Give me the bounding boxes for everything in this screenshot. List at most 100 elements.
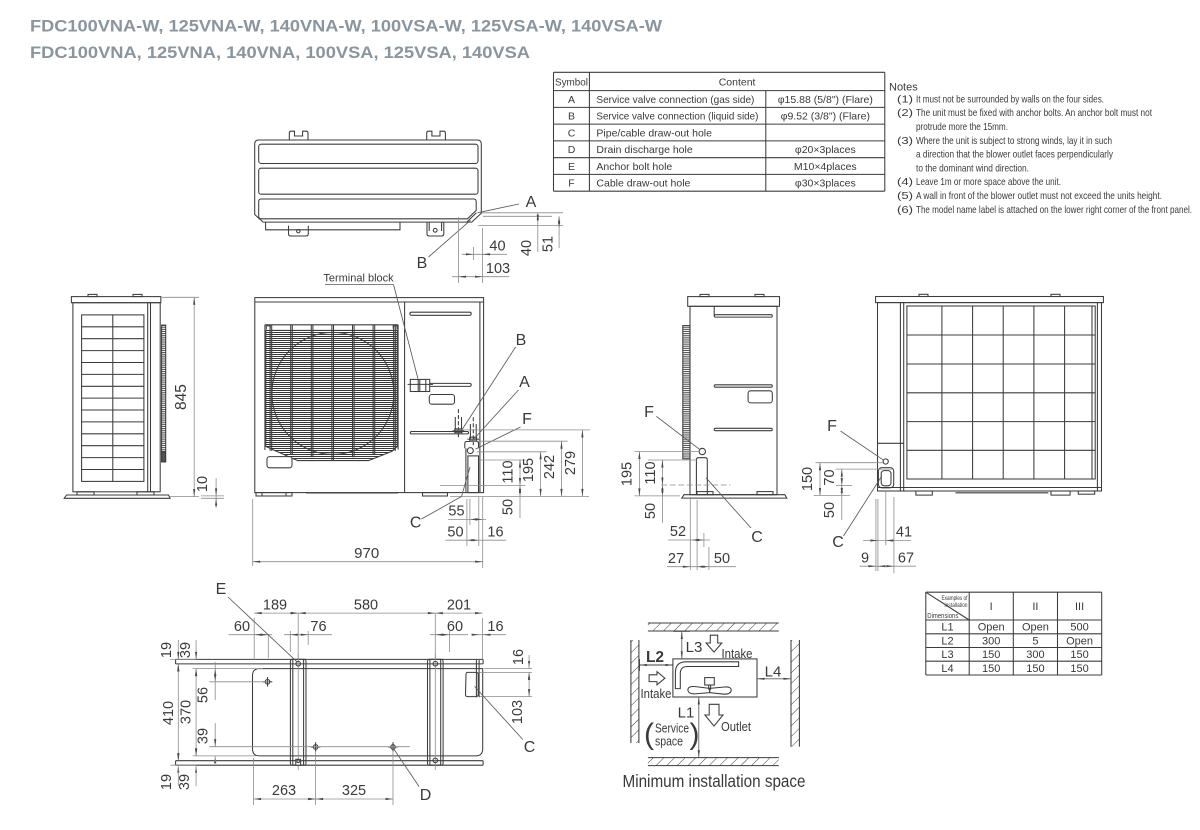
svg-text:300: 300 (982, 635, 1000, 647)
svg-text:845: 845 (173, 384, 190, 410)
svg-text:Symbol: Symbol (555, 77, 588, 89)
svg-text:D: D (568, 144, 576, 156)
svg-text:E: E (216, 581, 227, 598)
svg-text:55: 55 (448, 504, 464, 520)
svg-text:150: 150 (800, 467, 816, 491)
svg-text:Intake: Intake (722, 646, 753, 661)
svg-text:F: F (827, 418, 837, 435)
svg-text:325: 325 (342, 783, 366, 799)
svg-text:Where the unit is subject to s: Where the unit is subject to strong wind… (916, 136, 1112, 147)
svg-text:It must not be surrounded by w: It must not be surrounded by walls on th… (916, 95, 1104, 106)
svg-text:580: 580 (354, 597, 378, 613)
svg-text:50: 50 (822, 502, 838, 518)
svg-text:40: 40 (489, 239, 505, 255)
svg-text:51: 51 (541, 236, 557, 252)
svg-text:150: 150 (1070, 663, 1088, 675)
svg-text:56: 56 (196, 687, 212, 703)
svg-text:50: 50 (643, 503, 659, 519)
svg-text:A wall in front of the blower: A wall in front of the blower outlet mus… (916, 191, 1162, 202)
svg-text:L4: L4 (941, 663, 953, 675)
svg-text:E: E (568, 161, 575, 173)
svg-text:φ30×3places: φ30×3places (795, 178, 856, 190)
svg-text:Service valve connection (liqu: Service valve connection (liquid side) (596, 111, 758, 123)
svg-text:52: 52 (670, 524, 686, 540)
svg-text:970: 970 (354, 545, 379, 562)
svg-text:195: 195 (521, 458, 537, 482)
svg-text:B: B (516, 332, 527, 349)
svg-text:39: 39 (196, 728, 212, 744)
svg-text:Pipe/cable draw-out hole: Pipe/cable draw-out hole (596, 127, 712, 139)
svg-text:50: 50 (714, 551, 730, 567)
svg-text:L4: L4 (765, 664, 782, 681)
svg-text:70: 70 (822, 469, 838, 485)
svg-text:60: 60 (234, 619, 250, 635)
svg-text:Service valve connection (gas: Service valve connection (gas side) (596, 94, 754, 106)
svg-text:The model name label is attach: The model name label is attached on the … (916, 205, 1192, 216)
svg-text:F: F (568, 178, 574, 190)
svg-text:110: 110 (501, 460, 517, 483)
svg-text:I: I (990, 601, 993, 613)
svg-text:(: ( (644, 718, 654, 751)
svg-text:150: 150 (1026, 663, 1044, 675)
svg-text:II: II (1032, 601, 1038, 613)
svg-text:263: 263 (272, 783, 296, 799)
svg-text:installation: installation (945, 602, 968, 609)
svg-text:19: 19 (159, 774, 175, 790)
svg-text:370: 370 (179, 700, 195, 724)
svg-text:L3: L3 (686, 639, 703, 656)
svg-text:195: 195 (620, 462, 636, 486)
svg-text:110: 110 (643, 461, 659, 484)
svg-text:150: 150 (1070, 649, 1088, 661)
svg-text:Dimensions: Dimensions (927, 611, 958, 620)
svg-text:(3): (3) (897, 136, 913, 147)
svg-text:60: 60 (447, 619, 463, 635)
svg-text:39: 39 (177, 774, 193, 790)
svg-text:Drain discharge hole: Drain discharge hole (596, 144, 692, 156)
svg-text:(6): (6) (897, 205, 913, 216)
svg-text:The unit must be fixed with an: The unit must be fixed with anchor bolts… (916, 108, 1152, 119)
svg-text:A: A (526, 194, 537, 211)
svg-text:L2: L2 (941, 635, 953, 647)
svg-text:(1): (1) (897, 95, 913, 106)
svg-text:9: 9 (861, 550, 869, 566)
svg-text:to the dominant wind direction: to the dominant wind direction. (916, 163, 1029, 174)
svg-text:Open: Open (1022, 622, 1049, 634)
svg-text:50: 50 (447, 524, 463, 540)
svg-text:Cable draw-out hole: Cable draw-out hole (596, 178, 690, 190)
svg-text:φ20×3places: φ20×3places (795, 144, 856, 156)
svg-text:L3: L3 (941, 649, 953, 661)
svg-text:300: 300 (1026, 649, 1044, 661)
svg-text:410: 410 (161, 701, 177, 725)
svg-text:103: 103 (486, 261, 510, 277)
svg-text:Notes: Notes (889, 82, 918, 94)
svg-text:protrude more the 15mm.: protrude more the 15mm. (916, 122, 1008, 133)
svg-text:16: 16 (487, 619, 503, 635)
svg-text:FDC100VNA-W, 125VNA-W, 140VNA-: FDC100VNA-W, 125VNA-W, 140VNA-W, 100VSA-… (30, 17, 663, 36)
svg-text:B: B (417, 255, 428, 272)
svg-text:Terminal block: Terminal block (323, 273, 394, 285)
svg-text:D: D (420, 787, 432, 804)
svg-text:Anchor bolt hole: Anchor bolt hole (596, 161, 672, 173)
svg-text:(2): (2) (897, 108, 913, 119)
svg-text:M10×4places: M10×4places (794, 161, 857, 173)
svg-text:Open: Open (1066, 635, 1093, 647)
svg-text:50: 50 (501, 499, 517, 515)
svg-text:19: 19 (159, 642, 175, 658)
svg-text:φ9.52 (3/8") (Flare): φ9.52 (3/8") (Flare) (781, 111, 870, 123)
svg-text:Content: Content (719, 77, 756, 89)
svg-text:space: space (655, 735, 683, 749)
svg-text:C: C (751, 529, 763, 546)
svg-text:Minimum installation space: Minimum installation space (623, 771, 806, 791)
svg-text:150: 150 (982, 663, 1000, 675)
svg-text:27: 27 (668, 551, 684, 567)
svg-text:F: F (644, 404, 654, 421)
svg-text:C: C (568, 127, 576, 139)
svg-text:(5): (5) (897, 191, 913, 202)
svg-text:F: F (522, 411, 532, 428)
svg-text:Intake: Intake (641, 686, 672, 701)
svg-text:φ15.88 (5/8") (Flare): φ15.88 (5/8") (Flare) (778, 94, 873, 106)
svg-text:C: C (410, 515, 422, 532)
svg-text:a direction that the blower ou: a direction that the blower outlet faces… (916, 150, 1114, 161)
svg-text:16: 16 (487, 524, 503, 540)
svg-text:Outlet: Outlet (721, 719, 751, 734)
